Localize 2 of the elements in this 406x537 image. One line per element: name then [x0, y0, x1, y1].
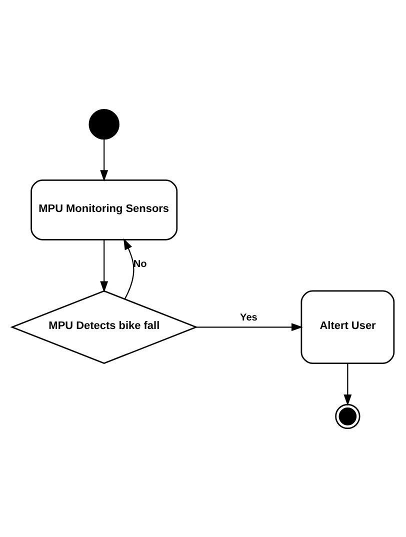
- edge-label: Yes: [240, 312, 258, 324]
- edge-label: No: [133, 258, 147, 270]
